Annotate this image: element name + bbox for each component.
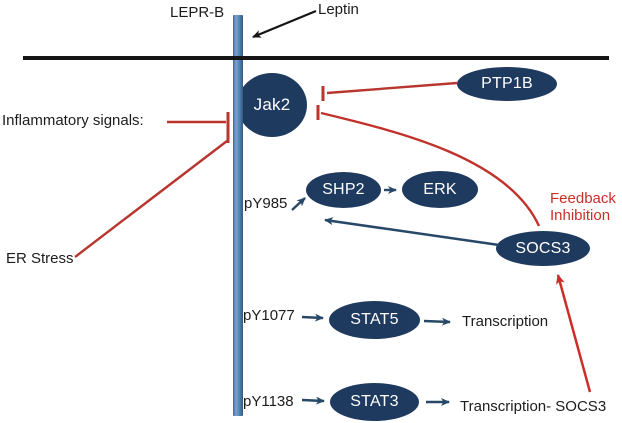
feedback-inhibition-label: Feedback Inhibition — [550, 190, 616, 225]
socs3-to-py985-arrow — [324, 217, 500, 247]
leptin-arrow — [252, 9, 317, 39]
socs3-induction-arrow — [556, 274, 592, 393]
py1077-to-stat5-arrow — [301, 313, 324, 322]
ptp1b-inhibition-line — [326, 81, 458, 95]
stat5-to-transcription-arrow — [423, 317, 451, 326]
transcription-socs3-label: Transcription- SOCS3 — [460, 398, 607, 415]
feedback-line1: Feedback — [550, 190, 616, 207]
py985-site-label: pY985 — [244, 195, 288, 212]
node-ptp1b: PTP1B — [457, 67, 557, 101]
socs3-feedback-curve — [320, 111, 541, 227]
node-erk: ERK — [402, 171, 478, 208]
node-jak2: Jak2 — [237, 73, 307, 137]
node-shp2: SHP2 — [306, 172, 381, 208]
py985-to-shp2-arrow — [291, 197, 306, 211]
er-stress-line — [74, 140, 228, 258]
node-stat5: STAT5 — [329, 301, 420, 339]
feedback-line2: Inhibition — [550, 207, 611, 225]
py1138-site-label: pY1138 — [243, 393, 294, 410]
er-stress-label: ER Stress — [6, 250, 74, 267]
leprb-receptor-bar — [233, 15, 243, 416]
node-socs3: SOCS3 — [496, 231, 590, 266]
leptin-label: Leptin — [318, 1, 359, 18]
node-stat3: STAT3 — [330, 383, 419, 421]
py1138-to-stat3-arrow — [301, 396, 325, 405]
py1077-site-label: pY1077 — [243, 307, 295, 324]
inflammatory-signals-label: Inflammatory signals: — [2, 112, 144, 129]
transcription-label: Transcription — [462, 313, 549, 330]
receptor-name-label: LEPR-B — [170, 4, 225, 21]
